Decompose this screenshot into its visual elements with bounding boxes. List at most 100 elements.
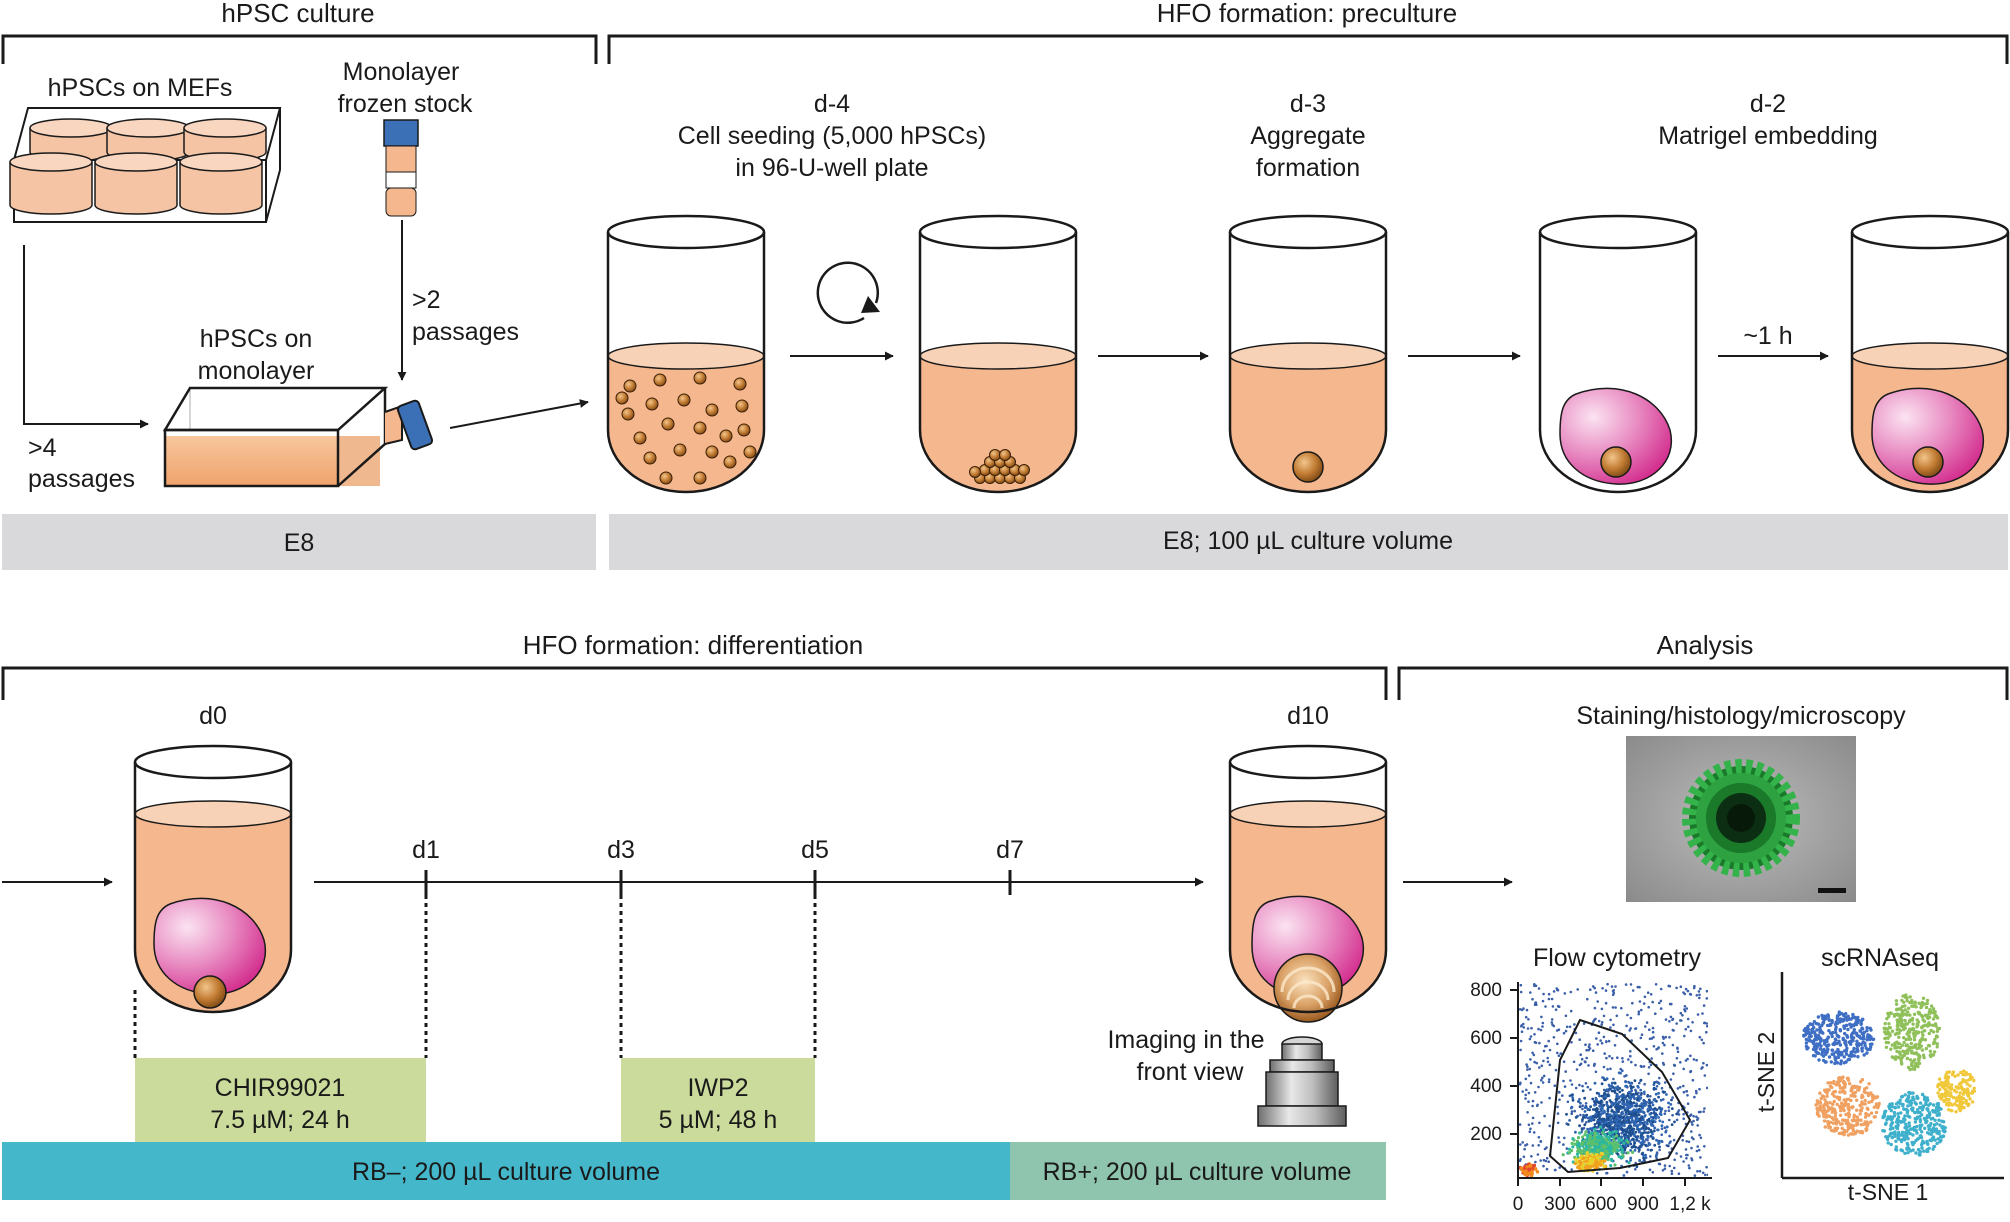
flow-event xyxy=(1524,1015,1528,1019)
tsne-cell xyxy=(1860,1026,1864,1030)
flow-event xyxy=(1689,1029,1693,1033)
treatment-guides xyxy=(133,895,817,1058)
flow-event xyxy=(1695,1115,1698,1118)
flow-event xyxy=(1659,987,1663,991)
tsne-cell xyxy=(1898,1017,1902,1021)
flow-event xyxy=(1639,1088,1643,1092)
flow-event xyxy=(1535,1061,1538,1065)
flow-event xyxy=(1600,1094,1604,1098)
tsne-cell xyxy=(1831,1102,1835,1107)
tsne-cell xyxy=(1919,1013,1924,1018)
flow-event xyxy=(1671,1096,1674,1099)
tsne-cell xyxy=(1890,1043,1895,1047)
tsne-cell xyxy=(1889,1142,1893,1147)
label-d-3-day: d-3 xyxy=(1290,90,1326,118)
tsne-cell xyxy=(1859,1123,1864,1127)
flow-event xyxy=(1600,1007,1604,1011)
flow-event xyxy=(1699,1136,1703,1140)
flow-event xyxy=(1670,1107,1674,1110)
flow-event xyxy=(1699,1110,1702,1114)
section-analysis: Analysis xyxy=(1397,630,2009,700)
flow-event xyxy=(1655,1085,1659,1088)
seeded-cell xyxy=(653,373,667,387)
flow-event xyxy=(1632,1109,1636,1112)
tsne-cell xyxy=(1855,1115,1860,1119)
flow-event xyxy=(1705,1030,1708,1034)
tsne-cell xyxy=(1843,1039,1848,1043)
flow-event xyxy=(1647,1098,1651,1102)
tsne-cell xyxy=(1855,1129,1860,1133)
tsne-cell xyxy=(1834,1050,1838,1054)
flow-event xyxy=(1675,1112,1679,1116)
tsne-cell xyxy=(1900,1021,1904,1025)
tsne-cell xyxy=(1962,1069,1966,1073)
flow-event xyxy=(1605,1171,1608,1175)
tsne-cell xyxy=(1835,1014,1840,1018)
well-matrigel xyxy=(1538,214,1698,494)
tsne-cell xyxy=(1930,1010,1934,1015)
flow-event xyxy=(1634,1027,1638,1030)
tsne-cell xyxy=(1959,1070,1963,1075)
tsne-cell xyxy=(1851,1132,1856,1136)
flow-event xyxy=(1519,1048,1522,1052)
flow-event xyxy=(1643,1092,1646,1096)
tsne-cell xyxy=(1884,1135,1889,1139)
tsne-cell xyxy=(1828,1125,1833,1130)
tsne-cell xyxy=(1895,1045,1900,1050)
label-passages2-line1: >2 xyxy=(412,286,441,314)
tsne-cell xyxy=(1911,1067,1915,1071)
tsne-cell xyxy=(1827,1023,1831,1028)
tsne-cell xyxy=(1865,1038,1870,1042)
flow-event xyxy=(1604,1120,1608,1123)
tsne-cell xyxy=(1856,1055,1860,1059)
flow-event xyxy=(1621,1112,1624,1115)
flow-event xyxy=(1629,1149,1632,1152)
flow-event xyxy=(1531,1116,1535,1120)
flow-event xyxy=(1679,985,1683,988)
flow-event xyxy=(1668,1134,1671,1138)
flow-event xyxy=(1600,1106,1604,1110)
flow-event xyxy=(1574,1116,1578,1119)
flow-event xyxy=(1672,1138,1676,1142)
tsne-cell xyxy=(1968,1073,1972,1077)
label-passages4-line2: passages xyxy=(28,465,135,493)
flow-event xyxy=(1519,1158,1522,1161)
tsne-cell xyxy=(1927,1021,1931,1025)
flow-event xyxy=(1653,1126,1657,1130)
flow-event xyxy=(1562,1079,1565,1083)
tsne-cell xyxy=(1971,1100,1975,1104)
flow-event xyxy=(1658,1076,1661,1080)
tsne-cell xyxy=(1844,1043,1848,1048)
flow-event xyxy=(1652,1086,1656,1090)
flow-event xyxy=(1538,1066,1541,1069)
tsne-cell xyxy=(1938,1123,1942,1127)
seeded-cell xyxy=(733,377,747,391)
flow-event xyxy=(1627,1136,1630,1140)
flow-event xyxy=(1643,1082,1646,1086)
tsne-cell xyxy=(1869,1111,1874,1115)
tsne-cell xyxy=(1938,1107,1942,1111)
tsne-cell xyxy=(1847,1054,1852,1058)
flow-event xyxy=(1588,1043,1591,1046)
flow-event xyxy=(1583,1060,1587,1063)
tsne-cell xyxy=(1904,993,1908,997)
tsne-cell xyxy=(1807,1030,1811,1035)
flow-event xyxy=(1646,1107,1650,1111)
flow-event xyxy=(1705,989,1708,993)
flow-event xyxy=(1596,1114,1599,1118)
tsne-cell xyxy=(1947,1093,1951,1098)
flow-event xyxy=(1655,1138,1658,1142)
flow-event xyxy=(1606,1116,1610,1120)
tsne-cell xyxy=(1921,1053,1926,1057)
flow-event xyxy=(1675,986,1678,990)
flow-event xyxy=(1658,1119,1662,1123)
tsne-cell xyxy=(1972,1078,1976,1083)
tsne-cell xyxy=(1910,1016,1915,1021)
tsne-cell xyxy=(1940,1119,1944,1123)
flow-event xyxy=(1597,1031,1601,1034)
flow-event xyxy=(1602,1103,1606,1107)
flow-event xyxy=(1698,996,1701,1000)
flow-event xyxy=(1585,1113,1589,1117)
flow-event xyxy=(1640,1033,1644,1036)
flow-event xyxy=(1578,1131,1582,1135)
